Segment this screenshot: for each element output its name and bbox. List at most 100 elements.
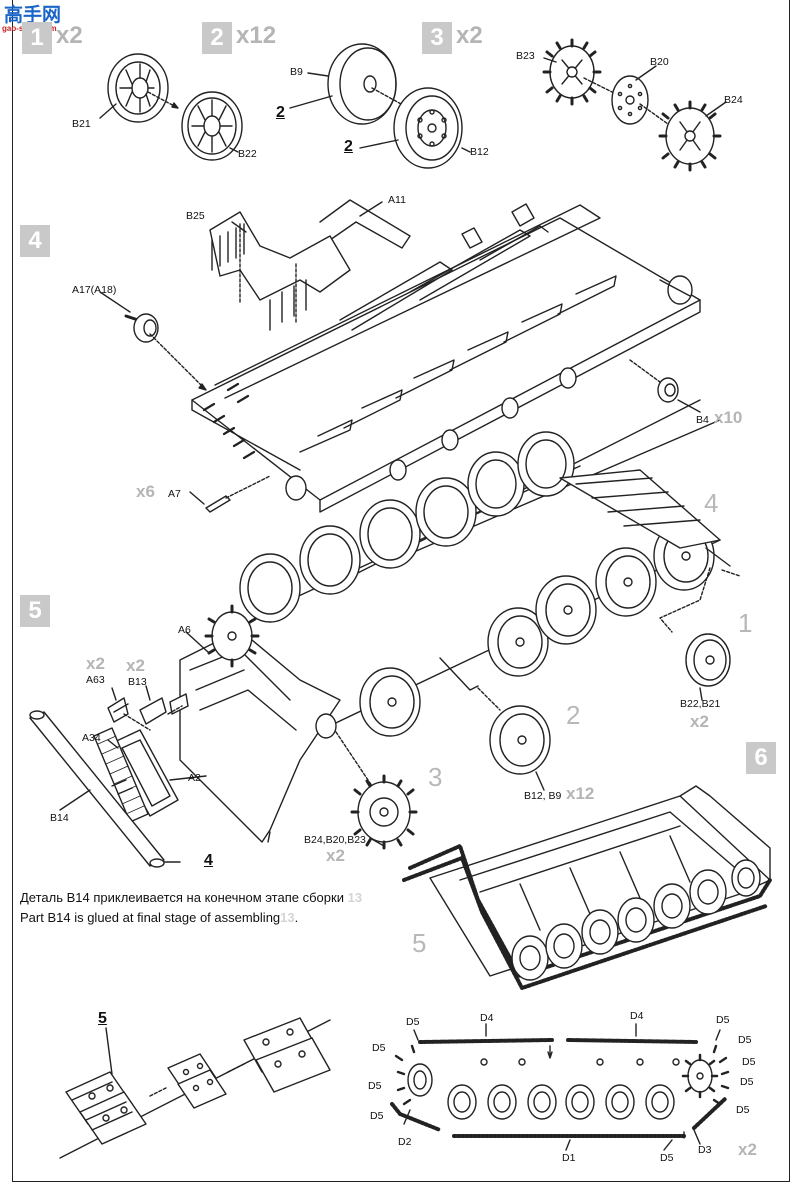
track-links-mid-drawing	[167, 1053, 227, 1109]
front-plate-a6-drawing	[179, 629, 341, 843]
track-wheels-drawing	[447, 1084, 675, 1120]
note-english-ref: 13	[280, 910, 295, 925]
label-d2: D2	[398, 1136, 412, 1148]
tracked-wheels-drawing	[511, 859, 761, 981]
label-b12b9: B12, B9	[524, 790, 562, 802]
label-d5-4: D5	[738, 1034, 752, 1046]
bracket-a63-drawing	[107, 697, 129, 723]
multiplier-b12b9: x12	[566, 784, 595, 803]
label-b24b20b23: B24,B20,B23	[304, 834, 366, 846]
label-a7: A7	[168, 488, 181, 500]
label-a6: A6	[178, 624, 191, 636]
mounting-holes-drawing	[202, 382, 256, 460]
multiplier-tracks: x2	[738, 1140, 757, 1159]
label-d5-2: D5	[716, 1014, 730, 1026]
step-1-number: 1	[22, 22, 52, 54]
label-b22b21: B22,B21	[680, 698, 721, 710]
wheel-b12b9-drawing	[489, 705, 551, 775]
ref-4: 4	[704, 488, 719, 518]
track-run-drawing	[402, 844, 772, 990]
label-d5-7: D5	[740, 1076, 754, 1088]
label-d5-5: D5	[742, 1056, 756, 1068]
step-2-number: 2	[202, 22, 232, 54]
label-d5-3: D5	[372, 1042, 386, 1054]
label-a17: A17(A18)	[72, 284, 117, 296]
note-english: Part B14 is glued at final stage of asse…	[20, 910, 299, 925]
label-b21: B21	[72, 118, 91, 130]
label-d5-8: D5	[370, 1110, 384, 1122]
ref-1: 1	[738, 608, 753, 638]
hubs-drawing	[285, 275, 693, 501]
label-b24: B24	[724, 94, 743, 106]
part-b4-drawing	[657, 377, 679, 403]
page-frame	[12, 0, 790, 1182]
label-b12: B12	[470, 146, 489, 158]
suspension-arms-drawing	[299, 199, 617, 453]
sprocket-b23-drawing	[542, 38, 602, 106]
label-b9: B9	[290, 66, 303, 78]
label-b25: B25	[186, 210, 205, 222]
note-russian: Деталь B14 приклеивается на конечном эта…	[20, 890, 362, 905]
idler-a17-drawing	[124, 313, 159, 343]
step-3-number: 3	[422, 22, 452, 54]
wheel-b21-drawing	[107, 53, 169, 123]
label-d5-9: D5	[736, 1104, 750, 1116]
label-b14: B14	[50, 812, 69, 824]
label-b4: B4	[696, 414, 709, 426]
sub-ref-2-b: 2	[344, 138, 353, 155]
multiplier-b24b20b23: x2	[326, 846, 345, 865]
multiplier-b13: x2	[126, 656, 145, 675]
ref-2: 2	[566, 700, 581, 730]
multiplier-a7: x6	[136, 482, 155, 501]
label-d4-2: D4	[630, 1010, 644, 1022]
step-4-number: 4	[20, 225, 50, 257]
step-3-multiplier: x2	[456, 22, 483, 49]
track-pins-drawing	[394, 1044, 730, 1106]
multiplier-b4: x10	[714, 408, 743, 427]
support-frame-drawing	[559, 469, 731, 567]
label-b13: B13	[128, 676, 147, 688]
label-d5-1: D5	[406, 1016, 420, 1028]
multiplier-a63: x2	[86, 654, 105, 673]
sprocket-drawing	[204, 604, 260, 668]
step-5-number: 5	[20, 595, 50, 627]
label-d3: D3	[698, 1144, 712, 1156]
sub-ref-4: 4	[204, 852, 213, 869]
bracket-b25-drawing	[209, 211, 351, 331]
note-russian-text: Деталь B14 приклеивается на конечном эта…	[20, 890, 344, 905]
note-english-text: Part B14 is glued at final stage of asse…	[20, 910, 281, 925]
label-a34: A34	[82, 732, 101, 744]
sub-ref-2-a: 2	[276, 104, 285, 121]
label-b20: B20	[650, 56, 669, 68]
step-1-multiplier: x2	[56, 22, 83, 49]
sprocket-b24-drawing	[658, 100, 722, 172]
note-russian-ref: 13	[347, 890, 363, 905]
wheel-b12-drawing	[393, 87, 463, 169]
label-d1: D1	[562, 1152, 576, 1164]
label-d5-10: D5	[660, 1152, 674, 1164]
step-6-number: 6	[746, 742, 776, 774]
multiplier-b22b21: x2	[690, 712, 709, 731]
label-d5-6: D5	[368, 1080, 382, 1092]
track-top-run-drawing	[390, 1038, 728, 1138]
sprocket-b24-assembly-drawing	[350, 774, 418, 850]
label-a63: A63	[86, 674, 105, 686]
wheel-b22-drawing	[181, 91, 243, 161]
rod-b14-drawing	[29, 710, 165, 868]
wheel-b9-drawing	[327, 43, 397, 125]
track-links-left-drawing	[65, 1071, 147, 1145]
logo-text: 高手网	[4, 5, 62, 26]
wheel-b22b21-drawing	[685, 633, 731, 687]
label-b23: B23	[516, 50, 535, 62]
ref-3: 3	[428, 762, 443, 792]
label-d4-1: D4	[480, 1012, 494, 1024]
label-a11: A11	[388, 194, 406, 206]
label-b22: B22	[238, 148, 257, 160]
track-return-rollers-drawing	[480, 1058, 680, 1066]
label-a2: A2	[188, 772, 201, 784]
step-2-multiplier: x12	[236, 22, 277, 49]
track-sprocket-drawing	[681, 1053, 719, 1099]
ref-5: 5	[412, 928, 427, 958]
